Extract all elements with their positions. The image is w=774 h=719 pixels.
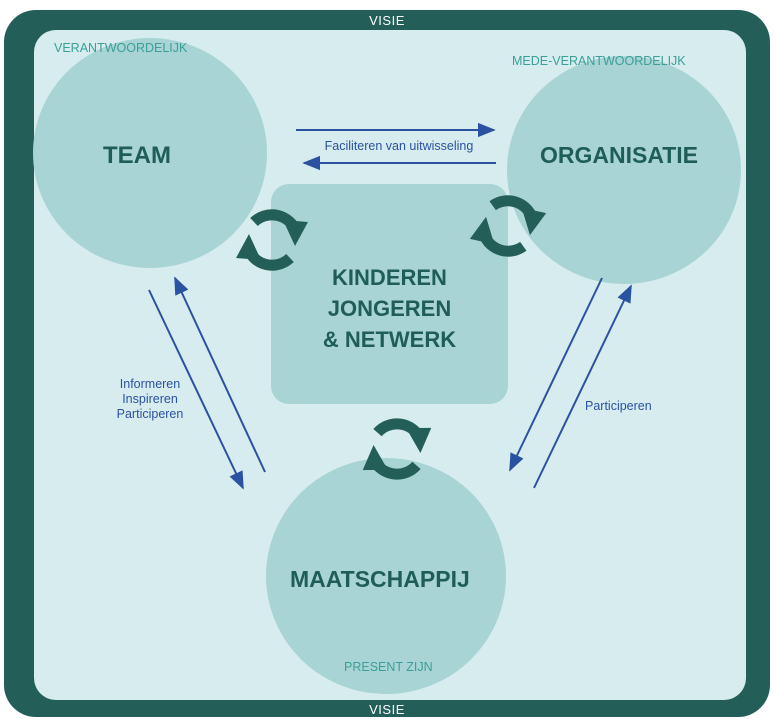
team-maatschappij-label-line2: Inspireren [122, 392, 178, 406]
maatschappij-role-label: PRESENT ZIJN [344, 660, 433, 674]
team-maatschappij-label: Informeren Inspireren Participeren [100, 377, 200, 422]
organisatie-role-label: MEDE-VERANTWOORDELIJK [512, 54, 686, 68]
refresh-cycle-icon [359, 421, 435, 477]
center-title-line1: KINDEREN [332, 265, 447, 290]
team-role-label: VERANTWOORDELIJK [54, 41, 188, 55]
maatschappij-title: MAATSCHAPPIJ [290, 566, 470, 592]
arrow-maatschappij-to-team [174, 276, 266, 473]
arrow-maatschappij-to-organisatie [533, 284, 632, 489]
organisatie-maatschappij-label: Participeren [585, 399, 652, 413]
arrow-team-to-maatschappij [148, 289, 244, 490]
center-title-line2: JONGEREN [327, 296, 452, 321]
refresh-cycle-icon [236, 215, 308, 265]
visie-bottom-label: VISIE [369, 702, 405, 717]
center-title-line3: & NETWERK [322, 327, 457, 352]
refresh-cycle-icon [469, 196, 547, 256]
organisatie-title: ORGANISATIE [540, 142, 699, 168]
visie-top-label: VISIE [369, 13, 405, 28]
organisatie-node [507, 56, 741, 284]
center-title: KINDEREN JONGEREN & NETWERK [271, 262, 508, 355]
team-organisatie-label: Faciliteren van uitwisseling [324, 139, 474, 153]
maatschappij-node [266, 458, 506, 694]
team-node [33, 38, 267, 268]
team-maatschappij-label-line1: Informeren [119, 377, 181, 391]
team-title: TEAM [103, 142, 171, 169]
arrow-organisatie-to-maatschappij [509, 277, 603, 472]
center-node [271, 184, 508, 404]
team-maatschappij-label-line3: Participeren [116, 407, 184, 421]
